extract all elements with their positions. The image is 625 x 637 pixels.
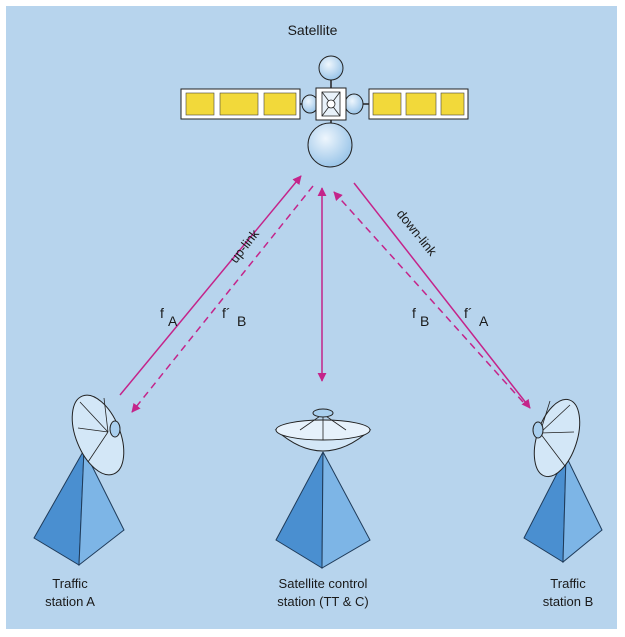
- left-solar-panel: [180, 88, 310, 120]
- traffic-station-a-line2: station A: [45, 594, 95, 609]
- traffic-station-b-line1: Traffic: [550, 576, 586, 591]
- control-station-line2: station (TT & C): [277, 594, 369, 609]
- traffic-station-b-icon: [523, 398, 603, 564]
- freq-fa-prime-base: f´: [464, 305, 473, 321]
- freq-fb-sub: B: [420, 313, 429, 329]
- satellite-icon: [180, 55, 469, 168]
- traffic-station-b-label: Traffic station B: [520, 575, 616, 611]
- link-arrows: [119, 175, 531, 413]
- right-solar-panel: [360, 88, 469, 120]
- freq-fa-prime-sub: A: [479, 313, 489, 329]
- freq-fb-prime-sub: B: [237, 313, 246, 329]
- control-station-line1: Satellite control: [278, 576, 368, 591]
- downlink-fa-prime-arrow: [353, 182, 531, 409]
- control-station-icon: [274, 408, 372, 569]
- satellite-title: Satellite: [287, 22, 338, 38]
- traffic-station-a-line1: Traffic: [52, 576, 88, 591]
- frequency-labels: f A f´ B f B f´ A: [160, 305, 489, 329]
- traffic-station-b-line2: station B: [542, 594, 594, 609]
- traffic-station-a-icon: [33, 394, 125, 567]
- uplink-fa-arrow: [119, 175, 302, 396]
- uplink-label: up-link: [227, 226, 263, 266]
- freq-fa-base: f: [160, 305, 164, 321]
- freq-fb-prime-base: f´: [222, 305, 231, 321]
- uplink-fb-arrow: [333, 191, 524, 403]
- downlink-label: down-link: [394, 206, 441, 259]
- freq-fa-sub: A: [168, 313, 178, 329]
- control-station-label: Satellite control station (TT & C): [240, 575, 406, 611]
- traffic-station-a-label: Traffic station A: [22, 575, 118, 611]
- downlink-fb-prime-arrow: [131, 185, 314, 413]
- freq-fb-base: f: [412, 305, 416, 321]
